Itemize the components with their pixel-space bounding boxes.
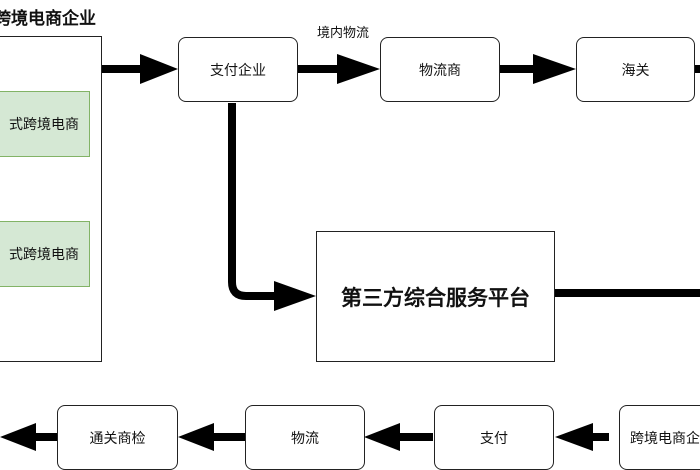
edge-payment-to-platform (228, 103, 278, 300)
arrowhead-to-customs (533, 54, 576, 84)
arrowhead-from-inspection (0, 423, 36, 451)
arrowhead-to-bottom-logistics (178, 423, 214, 451)
arrowhead-to-bottom-payment (364, 423, 400, 451)
node-model-b[interactable]: 式跨境电商 (0, 221, 90, 287)
arrowhead-to-logistics (337, 54, 380, 84)
node-logistics-provider[interactable]: 物流商 (380, 37, 500, 102)
diagram-title: 跨境电商企业 (0, 9, 96, 29)
node-third-party-platform[interactable]: 第三方综合服务平台 (316, 231, 555, 362)
node-payment-company[interactable]: 支付企业 (178, 37, 298, 102)
edge-label-domestic-logistics: 境内物流 (317, 22, 370, 41)
node-customs[interactable]: 海关 (576, 37, 695, 102)
node-bottom-company[interactable]: 跨境电商企业 (619, 405, 700, 470)
arrowhead-to-payment (140, 54, 178, 84)
node-bottom-logistics[interactable]: 物流 (245, 405, 365, 470)
enterprise-container[interactable] (0, 36, 102, 362)
arrowhead-to-bottom-company (555, 423, 593, 451)
node-bottom-customs-inspection[interactable]: 通关商检 (57, 405, 178, 470)
arrowhead-to-platform (274, 281, 316, 311)
node-bottom-payment[interactable]: 支付 (434, 405, 554, 470)
node-model-a[interactable]: 式跨境电商 (0, 91, 90, 157)
